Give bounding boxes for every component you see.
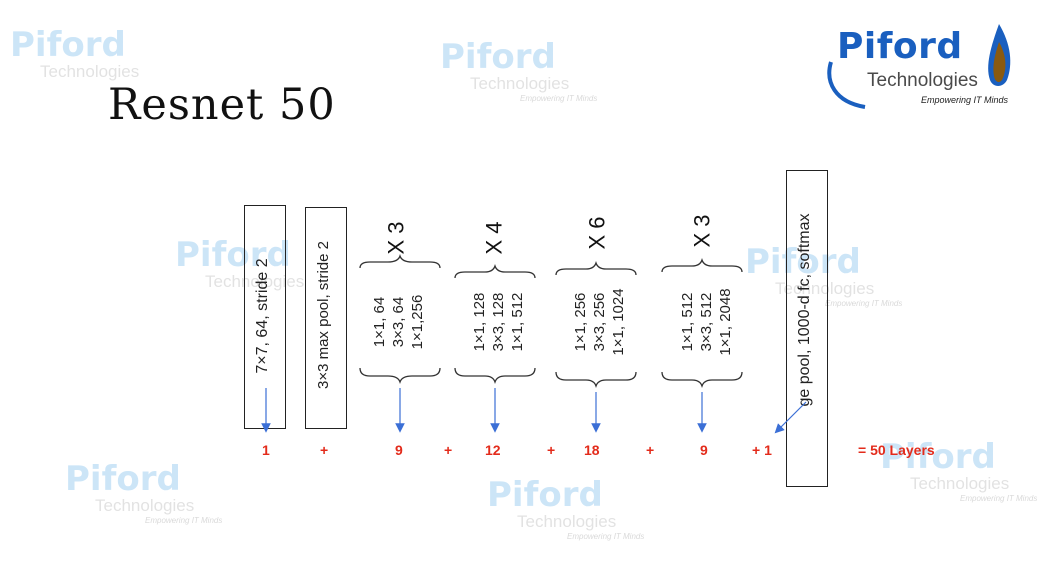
- brace: [555, 371, 637, 389]
- sum-term: +: [547, 442, 556, 458]
- brace: [359, 253, 441, 269]
- sum-total: = 50 Layers: [858, 442, 935, 458]
- brace: [661, 371, 743, 389]
- sum-term: 12: [485, 442, 501, 458]
- sum-term: +: [646, 442, 655, 458]
- pool-box: [305, 207, 347, 429]
- sum-term: 9: [395, 442, 403, 458]
- logo-sub: Technologies: [867, 70, 978, 91]
- sum-term: 9: [700, 442, 708, 458]
- sum-term: 1: [262, 442, 270, 458]
- sum-term: +: [444, 442, 453, 458]
- brace: [661, 257, 743, 273]
- logo-name: Piford: [837, 26, 963, 67]
- sum-term: + 1: [752, 442, 772, 458]
- flame-icon: [988, 24, 1011, 86]
- logo-swoosh-icon: [827, 61, 866, 109]
- arrow: [774, 401, 807, 434]
- brace: [454, 263, 536, 279]
- sum-term: +: [320, 442, 329, 458]
- sum-term: 18: [584, 442, 600, 458]
- page-title: Resnet 50: [108, 80, 336, 130]
- brace: [359, 367, 441, 385]
- fc-box: [786, 170, 828, 487]
- brace: [555, 260, 637, 276]
- logo-tagline: Empowering IT Minds: [921, 95, 1009, 105]
- piford-logo: Piford Technologies Empowering IT Minds: [825, 22, 1015, 117]
- brace: [454, 367, 536, 385]
